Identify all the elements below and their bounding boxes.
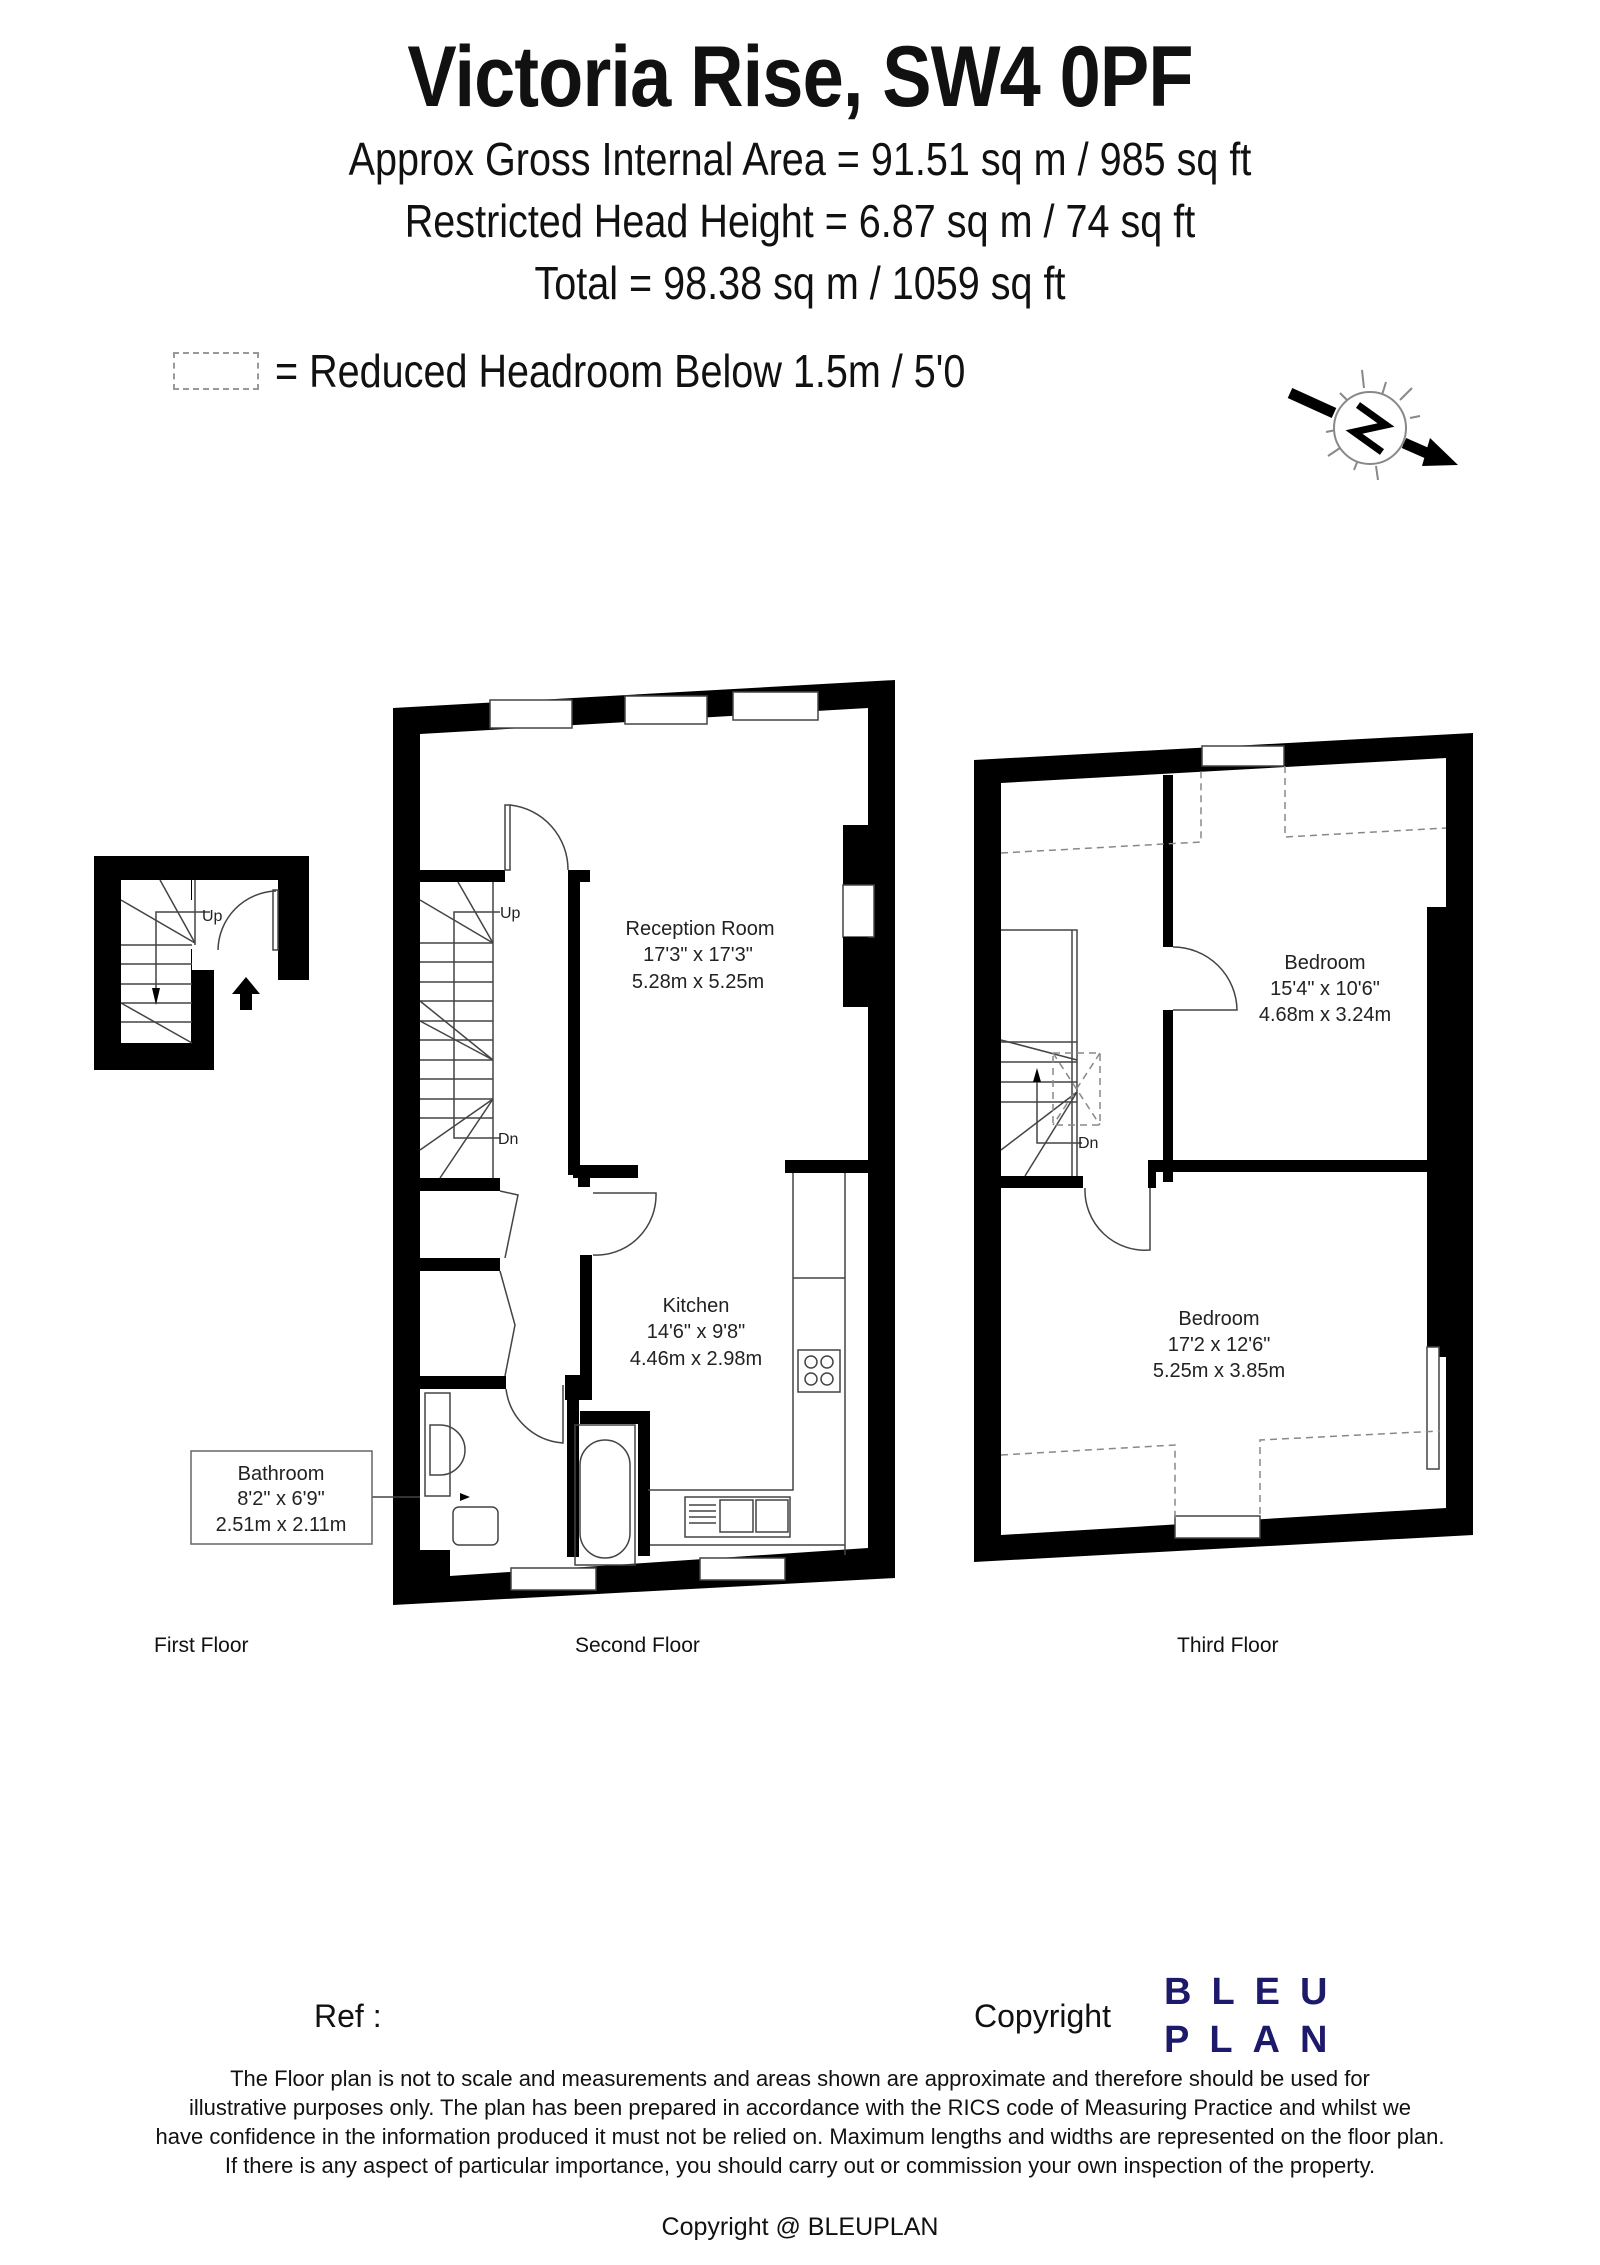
reception-room-imperial: 17'3" x 17'3" (643, 944, 753, 966)
reduced-headroom-legend-text: = Reduced Headroom Below 1.5m / 5'0 (275, 345, 966, 397)
ref-label: Ref : (314, 1998, 382, 2034)
reception-room-metric: 5.28m x 5.25m (632, 971, 764, 993)
first-floor-stair-up-label: Up (202, 908, 223, 925)
kitchen-metric: 4.46m x 2.98m (630, 1348, 762, 1370)
kitchen-imperial: 14'6" x 9'8" (647, 1321, 746, 1343)
disclaimer-line: If there is any aspect of particular imp… (224, 2153, 1376, 2178)
second-floor-stair-up-label: Up (500, 905, 521, 922)
bathroom-name: Bathroom (238, 1463, 325, 1485)
bedroom-2-name: Bedroom (1178, 1308, 1259, 1330)
bedroom-1-imperial: 15'4" x 10'6" (1270, 978, 1380, 1000)
north-arrow-compass-icon (1287, 369, 1458, 481)
restricted-head-height: Restricted Head Height = 6.87 sq m / 74 … (404, 195, 1196, 247)
gross-internal-area: Approx Gross Internal Area = 91.51 sq m … (348, 133, 1252, 185)
first-floor-plan: Up (94, 856, 309, 1070)
total-area: Total = 98.38 sq m / 1059 sq ft (534, 257, 1066, 309)
compass-letter-n (1345, 402, 1395, 455)
disclaimer-line: The Floor plan is not to scale and measu… (230, 2066, 1370, 2091)
disclaimer-line: illustrative purposes only. The plan has… (188, 2095, 1412, 2120)
logo-line-1: BLEU (1164, 1971, 1348, 2013)
bedroom-1-metric: 4.68m x 3.24m (1259, 1004, 1391, 1026)
second-floor-label: Second Floor (575, 1634, 700, 1657)
bleuplan-logo: BLEU PLAN (1164, 1968, 1347, 2064)
bedroom-2-imperial: 17'2 x 12'6" (1168, 1334, 1271, 1356)
second-floor-plan: Up Dn Reception Room 17'3" x 17'3" 5.28m… (190, 680, 895, 1605)
disclaimer-line: have confidence in the information produ… (155, 2124, 1445, 2149)
entrance-arrow-icon (232, 977, 260, 1010)
third-floor-label: Third Floor (1177, 1634, 1279, 1657)
bathroom-callout-box (190, 1450, 373, 1545)
bedroom-1-name: Bedroom (1284, 952, 1365, 974)
bedroom-2-metric: 5.25m x 3.85m (1153, 1360, 1285, 1382)
kitchen-name: Kitchen (663, 1295, 730, 1317)
third-floor-plan: Dn Bedroom 15'4" x 10'6" 4.68m x 3.24m B… (974, 733, 1473, 1562)
footer-copyright: Copyright @ BLEUPLAN (661, 2213, 939, 2241)
reception-room-name: Reception Room (626, 918, 775, 940)
bathroom-metric: 2.51m x 2.11m (216, 1514, 347, 1536)
third-floor-stair-down-label: Dn (1078, 1135, 1098, 1152)
reduced-headroom-legend-icon (173, 352, 259, 390)
logo-line-2: PLAN (1164, 2019, 1348, 2061)
copyright-label: Copyright (974, 1998, 1111, 2034)
disclaimer: The Floor plan is not to scale and measu… (0, 2064, 1600, 2180)
first-floor-label: First Floor (154, 1634, 249, 1657)
second-floor-stair-down-label: Dn (498, 1131, 518, 1148)
property-title: Victoria Rise, SW4 0PF (407, 29, 1193, 125)
bathroom-imperial: 8'2" x 6'9" (237, 1488, 324, 1510)
